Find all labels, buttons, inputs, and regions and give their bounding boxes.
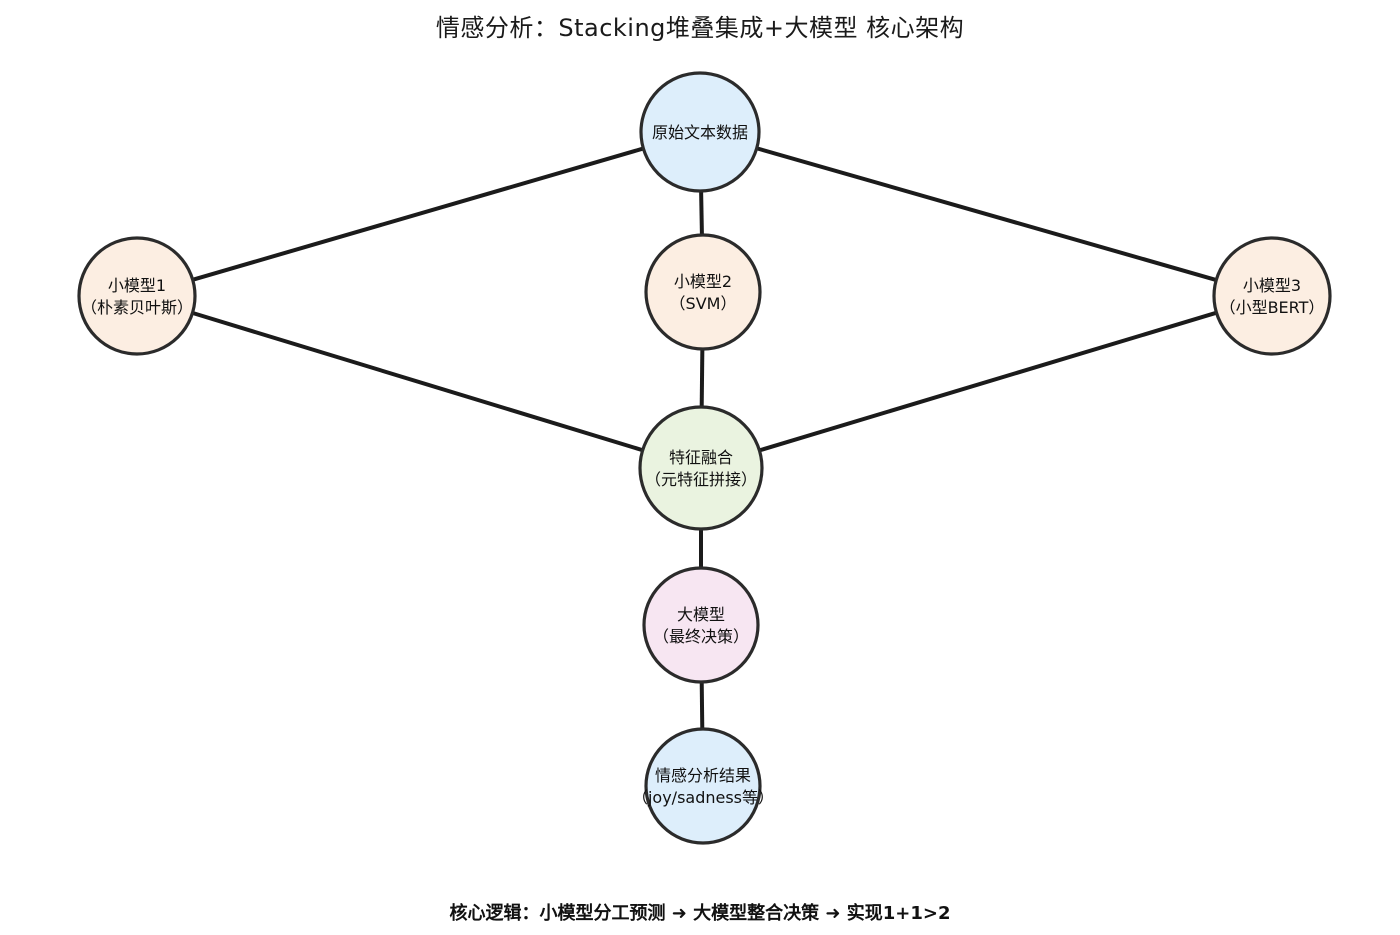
edge-raw-to-model3 (755, 146, 1218, 283)
node-small-model-2[interactable]: 小模型2 （SVM） (644, 233, 762, 351)
node-shape-small-model-1[interactable] (77, 236, 197, 356)
node-label-raw-text-data: 原始文本数据 (652, 123, 748, 142)
node-label-feature-fusion: （元特征拼接） (645, 470, 757, 489)
edge-raw-to-model2 (699, 189, 704, 237)
node-label-large-model: （最终决策） (653, 627, 749, 646)
node-raw-text-data[interactable]: 原始文本数据 (639, 71, 761, 193)
node-label-feature-fusion: 特征融合 (669, 448, 733, 467)
edges-layer (190, 146, 1218, 731)
node-label-small-model-1: 小模型1 (108, 276, 166, 295)
node-shape-feature-fusion[interactable] (638, 405, 764, 531)
node-shape-sentiment-result[interactable] (644, 727, 762, 845)
page-title: 情感分析：Stacking堆叠集成+大模型 核心架构 (436, 14, 964, 42)
node-shape-small-model-3[interactable] (1212, 236, 1332, 356)
node-label-small-model-3: （小型BERT） (1220, 298, 1325, 317)
edge-raw-to-model1 (191, 146, 645, 282)
node-label-small-model-1: （朴素贝叶斯） (81, 298, 193, 317)
node-feature-fusion[interactable]: 特征融合 （元特征拼接） (638, 405, 764, 531)
node-label-sentiment-result: 情感分析结果 (655, 766, 751, 785)
edge-model1-to-fusion (190, 310, 645, 453)
footer-note: 核心逻辑：小模型分工预测 ➜ 大模型整合决策 ➜ 实现1+1>2 (450, 902, 951, 924)
node-label-small-model-2: 小模型2 (674, 272, 732, 291)
node-shape-raw-text-data[interactable] (639, 71, 761, 193)
node-label-small-model-2: （SVM） (670, 294, 737, 313)
node-shape-large-model[interactable] (642, 566, 760, 684)
node-small-model-3[interactable]: 小模型3 （小型BERT） (1212, 236, 1332, 356)
node-label-small-model-3: 小模型3 (1243, 276, 1301, 295)
edge-model2-to-fusion (699, 347, 705, 409)
node-label-large-model: 大模型 (677, 605, 725, 624)
node-shape-small-model-2[interactable] (644, 233, 762, 351)
edge-large-to-result (699, 680, 705, 731)
node-sentiment-result[interactable]: 情感分析结果 （joy/sadness等） (632, 727, 774, 845)
node-large-model[interactable]: 大模型 （最终决策） (642, 566, 760, 684)
node-label-sentiment-result: （joy/sadness等） (632, 788, 774, 807)
edge-model3-to-fusion (757, 310, 1218, 453)
node-small-model-1[interactable]: 小模型1 （朴素贝叶斯） (77, 236, 197, 356)
